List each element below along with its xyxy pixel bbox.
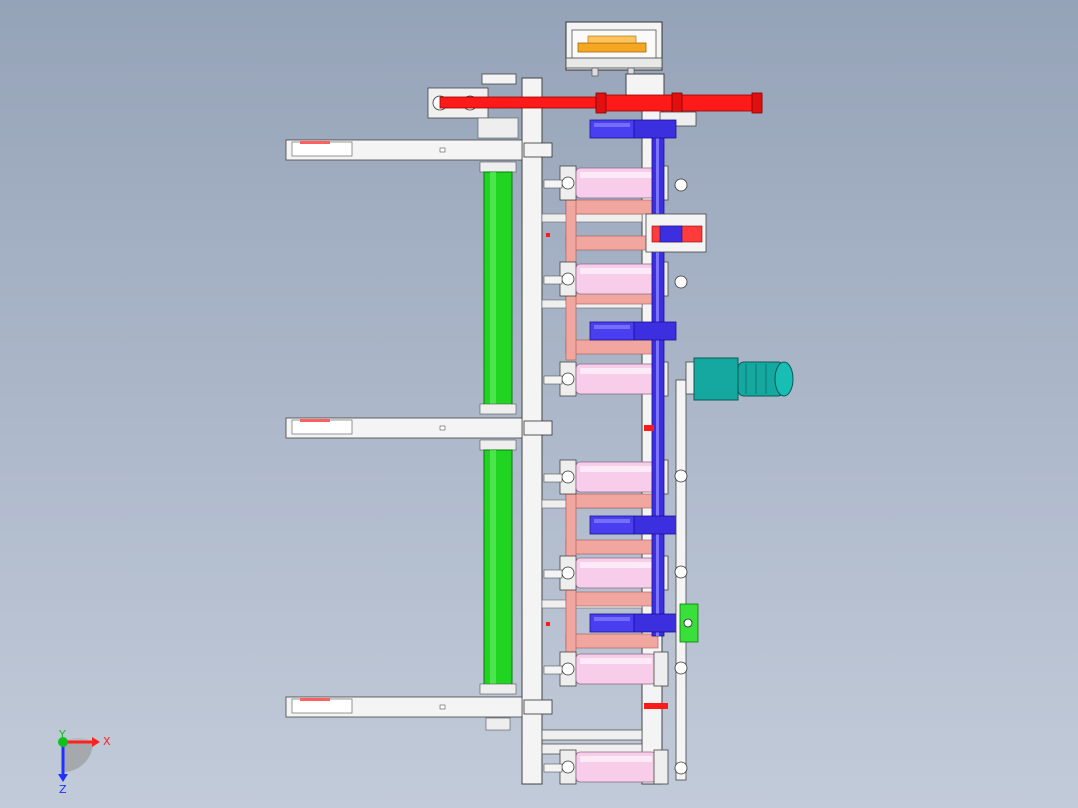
pink-roller bbox=[543, 459, 669, 495]
top-press-unit bbox=[565, 21, 663, 77]
green-roller-lower bbox=[479, 439, 517, 731]
y-axis-label: Y bbox=[58, 728, 66, 741]
gearbox-unit bbox=[645, 213, 707, 253]
pink-roller bbox=[543, 361, 669, 397]
x-axis-label: X bbox=[103, 735, 111, 748]
drive-motor bbox=[685, 357, 794, 401]
pink-roller bbox=[543, 261, 669, 297]
pink-roller bbox=[543, 555, 669, 591]
x-axis-arrow-icon bbox=[92, 737, 100, 747]
cross-arm-top bbox=[285, 139, 553, 161]
blue-block bbox=[589, 321, 677, 341]
sensor-box bbox=[679, 603, 699, 643]
cross-arm-bottom bbox=[285, 696, 553, 718]
pink-roller bbox=[543, 165, 669, 201]
z-axis-label: Z bbox=[59, 783, 67, 796]
y-axis-dot bbox=[58, 737, 68, 747]
green-roller-upper bbox=[477, 117, 519, 415]
red-markers bbox=[546, 233, 668, 709]
blue-block bbox=[589, 119, 677, 139]
pink-roller bbox=[543, 651, 669, 687]
pink-roller bbox=[543, 749, 669, 785]
pneumatic-cylinder bbox=[427, 73, 763, 127]
blue-block-group bbox=[589, 119, 677, 633]
cross-arm-middle bbox=[285, 417, 553, 439]
blue-block bbox=[589, 613, 677, 633]
chain-drive bbox=[674, 178, 688, 781]
blue-block bbox=[589, 515, 677, 535]
z-axis-arrow-icon bbox=[58, 774, 68, 782]
coordinate-triad: X Y Z bbox=[58, 728, 111, 796]
blue-shaft bbox=[651, 135, 665, 637]
